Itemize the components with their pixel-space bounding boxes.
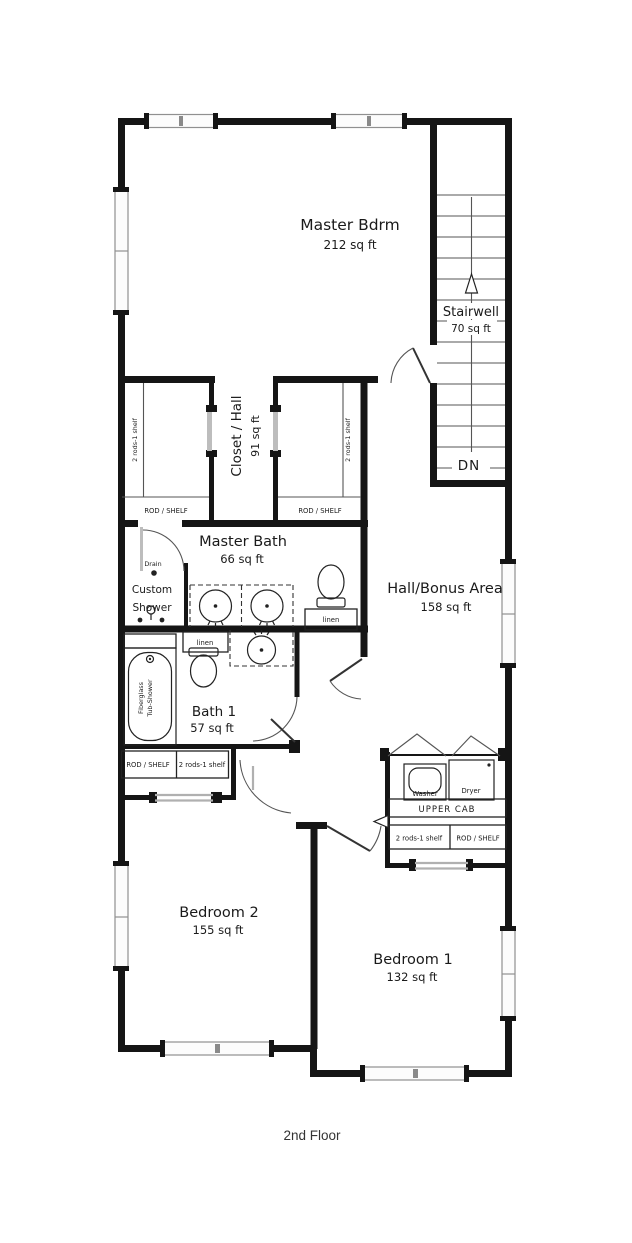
room-label-hall-bonus: Hall/Bonus Area [387, 581, 502, 597]
door-master-bath [140, 527, 185, 572]
room-label-closet-hall: Closet / Hall [229, 395, 245, 476]
custom-shower-label: Shower [132, 602, 172, 614]
toilet-icon [188, 647, 219, 688]
tub-label: Fiberglass [137, 681, 145, 714]
sliding-door [155, 793, 213, 802]
room-area-bath1: 57 sq ft [190, 721, 234, 735]
upper-cab-label: UPPER CAB [418, 805, 475, 815]
room-label-master-bdrm: Master Bdrm [300, 216, 400, 234]
room-area-master-bdrm: 212 sq ft [323, 238, 376, 252]
label-backing [447, 320, 497, 335]
label-backing [442, 303, 502, 319]
stair-direction-arrow [464, 272, 479, 294]
room-label-bath1: Bath 1 [192, 704, 236, 720]
wall-jambs [149, 405, 507, 871]
room-label-stairwell: Stairwell [443, 305, 499, 320]
washer-icon [403, 763, 447, 801]
bifold-doors-icon [387, 733, 501, 757]
sliding-door [415, 861, 468, 870]
sink-icon [246, 630, 277, 665]
bath1-vanity [229, 630, 294, 667]
tub-label: Tub-Shower [146, 679, 154, 718]
closet-rod-label: 2 rods-1 shelf [344, 417, 352, 461]
room-label-master-bath: Master Bath [199, 534, 287, 550]
room-label-bedroom2: Bedroom 2 [179, 905, 258, 921]
closet-rod-label: 2 rods-1 shelf [179, 761, 226, 769]
bedroom1-closet [388, 824, 507, 850]
shower-valve-icon [137, 605, 165, 623]
label-backing [452, 455, 490, 475]
washer-label: Washer [412, 790, 437, 798]
dryer-icon [448, 759, 495, 801]
sink-icon [198, 589, 233, 627]
upper-cabinet [388, 798, 507, 818]
toilet-icon [316, 564, 346, 608]
door-bedroom1 [326, 825, 382, 852]
custom-shower-label: Custom [132, 584, 172, 596]
window [113, 187, 129, 315]
door-bedroom2 [239, 759, 292, 814]
room-label-bedroom1: Bedroom 1 [373, 952, 452, 968]
door-bath-nook [329, 658, 363, 700]
bedroom2-closet [120, 750, 230, 779]
sink-icon [250, 589, 284, 627]
room-area-bedroom1: 132 sq ft [387, 970, 438, 984]
window [500, 926, 516, 1021]
linen-cabinet [304, 608, 358, 631]
master-closet-right [278, 383, 361, 498]
room-area-hall-bonus: 158 sq ft [421, 600, 472, 614]
window [500, 559, 516, 668]
window [113, 861, 129, 971]
room-area-closet-hall: 91 sq ft [249, 414, 262, 456]
window [160, 1040, 274, 1057]
window [331, 113, 407, 129]
closet-rod-label: 2 rods-1 shelf [396, 835, 443, 843]
linen-label: linen [323, 616, 340, 624]
closet-shelf-label: ROD / SHELF [456, 835, 499, 843]
master-closet-left [122, 383, 209, 498]
master-vanity [189, 584, 294, 627]
door-stairwell [390, 347, 431, 384]
door-bath1 [252, 696, 298, 743]
closet-shelf-label: ROD / SHELF [144, 507, 187, 515]
dryer-label: Dryer [461, 787, 480, 795]
linen-cabinet [182, 631, 229, 653]
window [360, 1065, 469, 1082]
windows [113, 113, 516, 1082]
closet-shelf-label: ROD / SHELF [298, 507, 341, 515]
linen-label: linen [197, 639, 214, 647]
stair-down-label: DN [458, 458, 481, 474]
room-area-stairwell: 70 sq ft [451, 323, 491, 335]
drain-label: Drain [144, 560, 161, 568]
floor-title: 2nd Floor [283, 1128, 341, 1143]
shower-drain-icon [151, 570, 157, 576]
closet-shelf-label: ROD / SHELF [126, 761, 169, 769]
window [144, 113, 218, 129]
bathtub-icon [123, 633, 177, 746]
room-area-bedroom2: 155 sq ft [193, 923, 244, 937]
door-swing-arrow [372, 814, 389, 829]
closet-rod-label: 2 rods-1 shelf [131, 417, 139, 461]
pocket-door [207, 412, 278, 451]
room-area-master-bath: 66 sq ft [220, 552, 264, 566]
interior-walls [118, 118, 512, 1049]
